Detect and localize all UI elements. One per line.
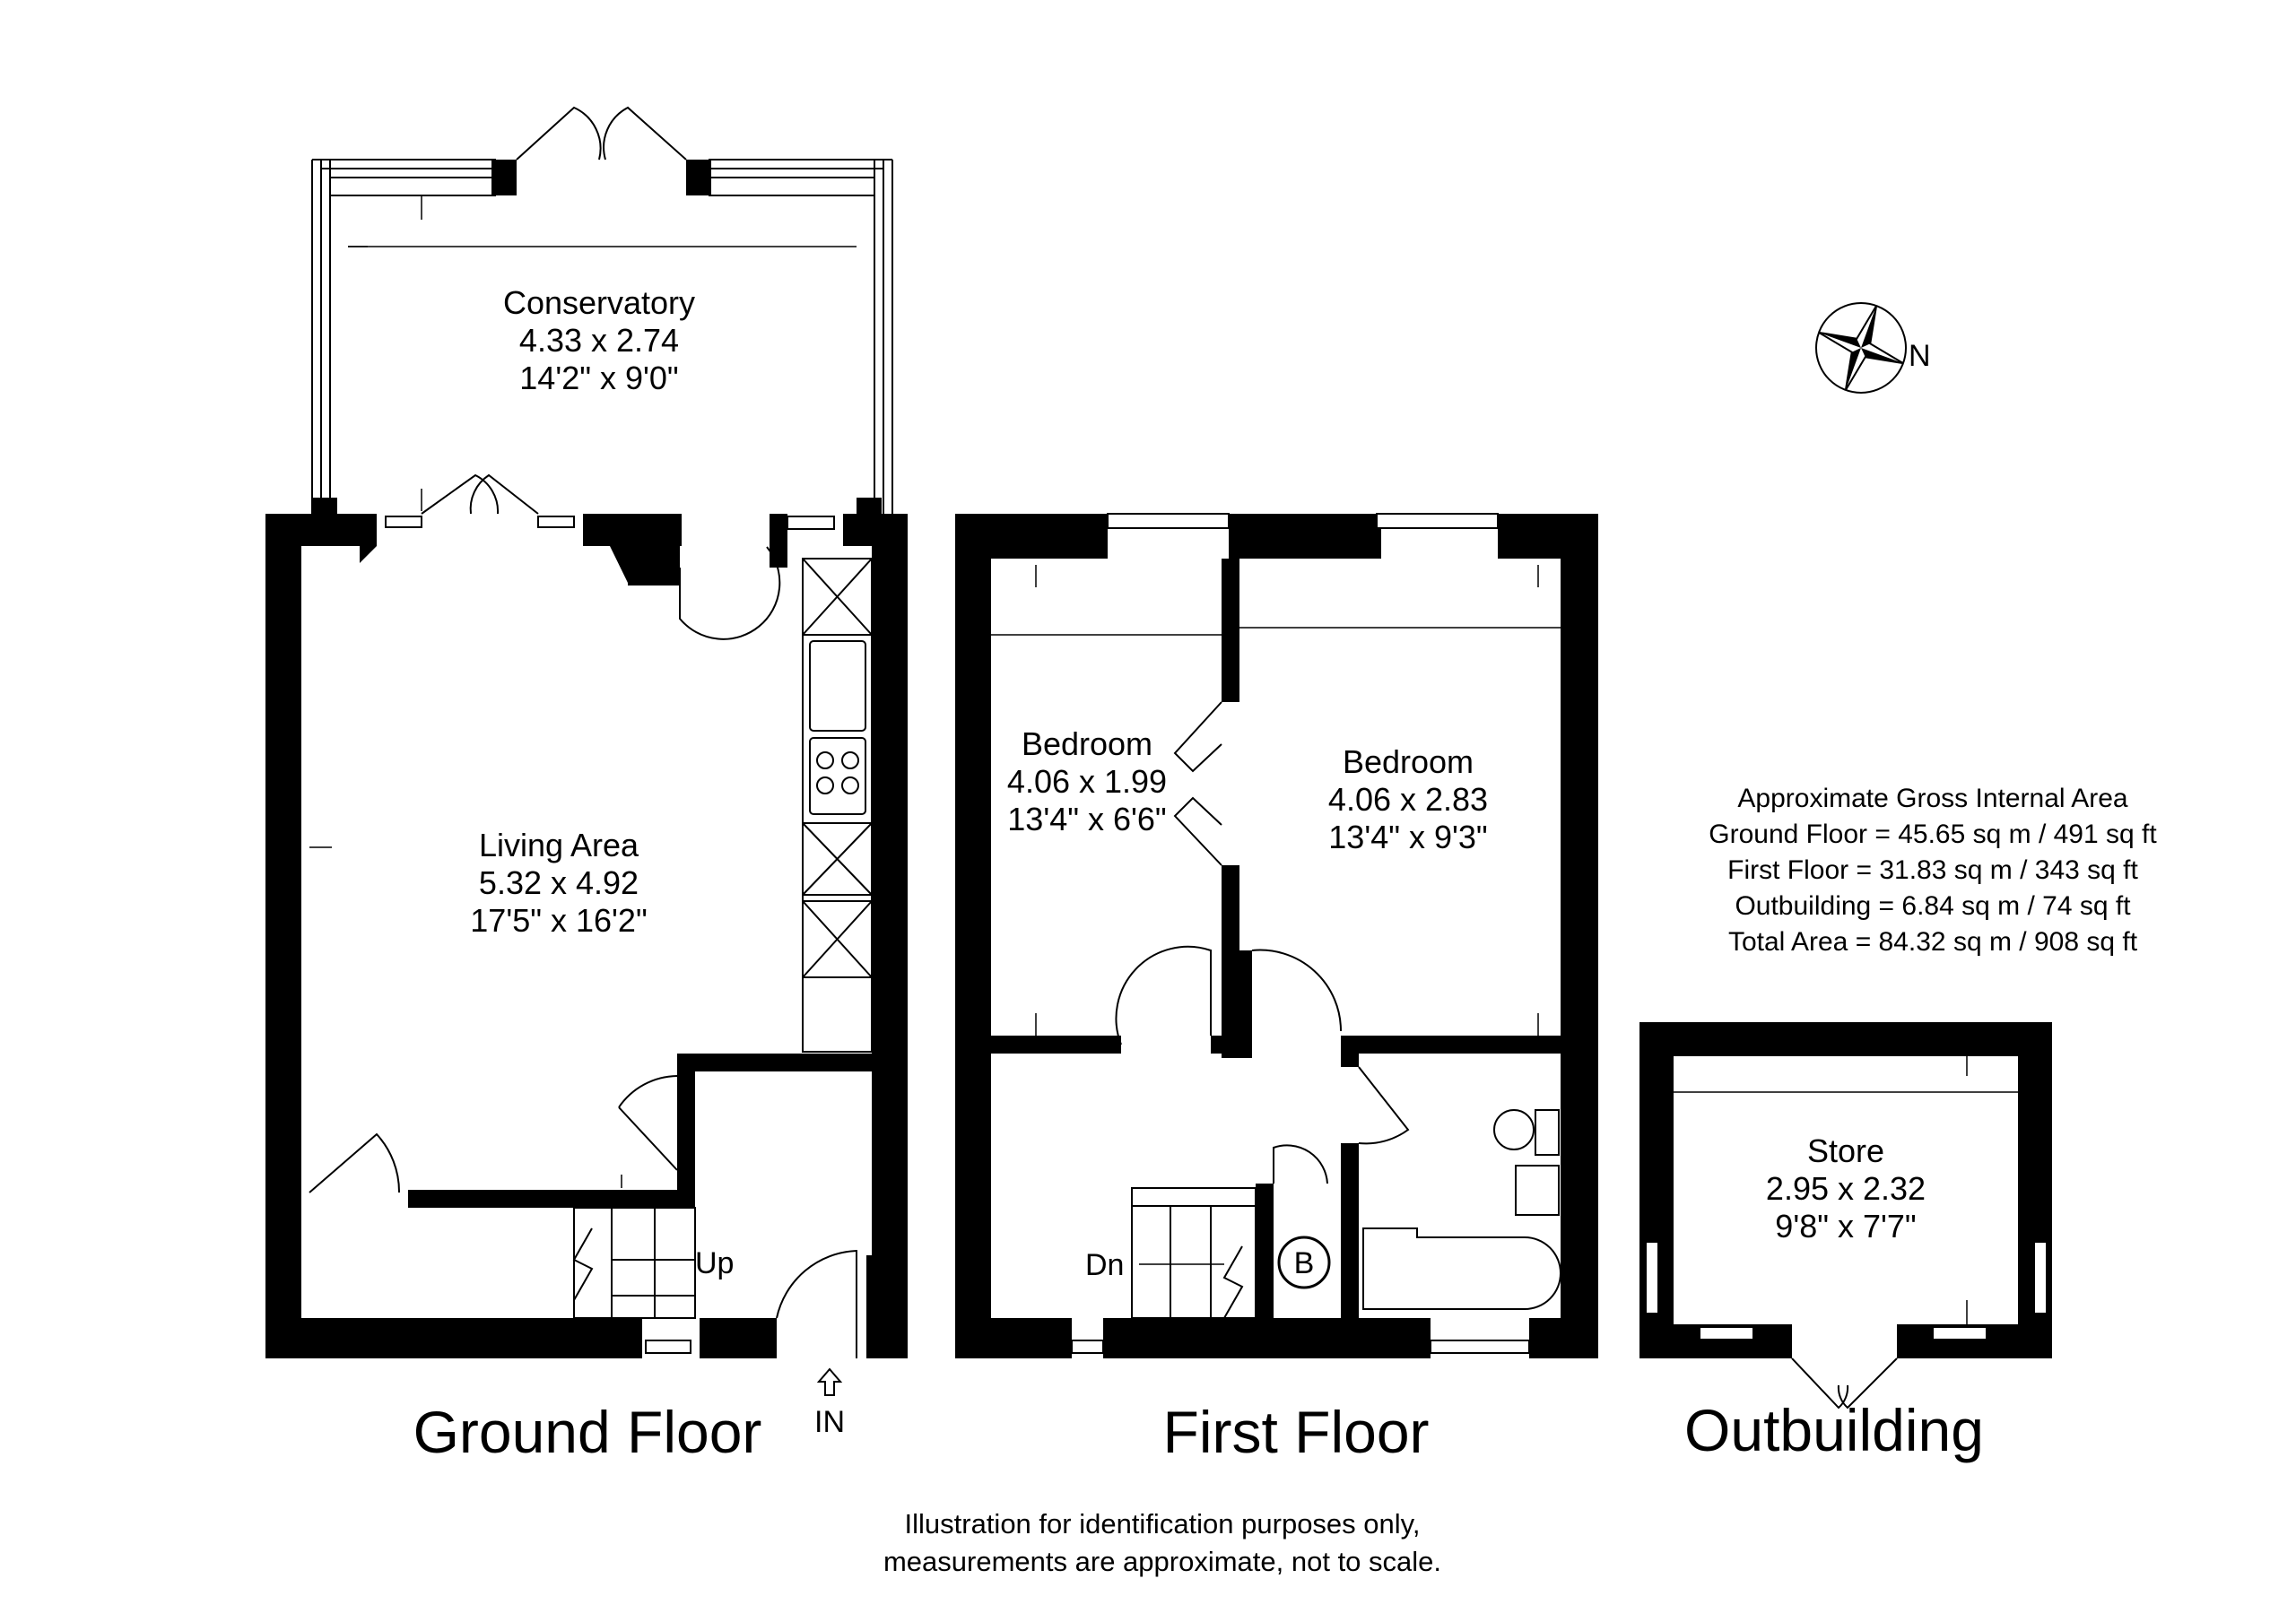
stairs-up-label: Up <box>695 1246 734 1280</box>
outbuilding-title: Outbuilding <box>1684 1397 1984 1463</box>
living-imperial: 17'5" x 16'2" <box>470 902 647 939</box>
bedroom1-metric: 4.06 x 1.99 <box>1007 763 1167 800</box>
store-metric: 2.95 x 2.32 <box>1766 1170 1926 1207</box>
store-name: Store <box>1807 1132 1884 1169</box>
conservatory-name: Conservatory <box>503 284 695 321</box>
north-label: N <box>1909 339 1931 373</box>
area-ground: Ground Floor = 45.65 sq m / 491 sq ft <box>1709 820 2157 849</box>
boiler-label: B <box>1294 1246 1315 1280</box>
stairs-down-label: Dn <box>1085 1248 1124 1282</box>
area-total: Total Area = 84.32 sq m / 908 sq ft <box>1728 927 2138 957</box>
bedroom2-name: Bedroom <box>1343 743 1474 780</box>
disclaimer-line2: measurements are approximate, not to sca… <box>883 1546 1441 1577</box>
bedroom2-imperial: 13'4" x 9'3" <box>1328 819 1487 855</box>
living-metric: 5.32 x 4.92 <box>479 864 639 901</box>
living-name: Living Area <box>479 827 639 863</box>
area-first: First Floor = 31.83 sq m / 343 sq ft <box>1727 855 2138 885</box>
area-outbuilding: Outbuilding = 6.84 sq m / 74 sq ft <box>1735 891 2131 921</box>
entrance-label: IN <box>814 1405 845 1439</box>
outbuilding-plan <box>1639 1022 2052 1409</box>
disclaimer-line1: Illustration for identification purposes… <box>905 1508 1421 1540</box>
compass-icon <box>1815 302 1907 394</box>
bedroom1-imperial: 13'4" x 6'6" <box>1007 801 1166 837</box>
conservatory-metric: 4.33 x 2.74 <box>519 322 679 359</box>
bedroom2-metric: 4.06 x 2.83 <box>1328 781 1488 818</box>
bedroom1-name: Bedroom <box>1022 725 1152 762</box>
ground-floor-title: Ground Floor <box>413 1399 762 1465</box>
conservatory-plan <box>311 106 893 515</box>
area-title: Approximate Gross Internal Area <box>1737 784 2128 813</box>
first-floor-title: First Floor <box>1163 1399 1430 1465</box>
conservatory-imperial: 14'2" x 9'0" <box>519 360 678 396</box>
first-floor-plan <box>955 513 1598 1358</box>
ground-floor-plan <box>265 246 908 1396</box>
store-imperial: 9'8" x 7'7" <box>1775 1208 1916 1245</box>
